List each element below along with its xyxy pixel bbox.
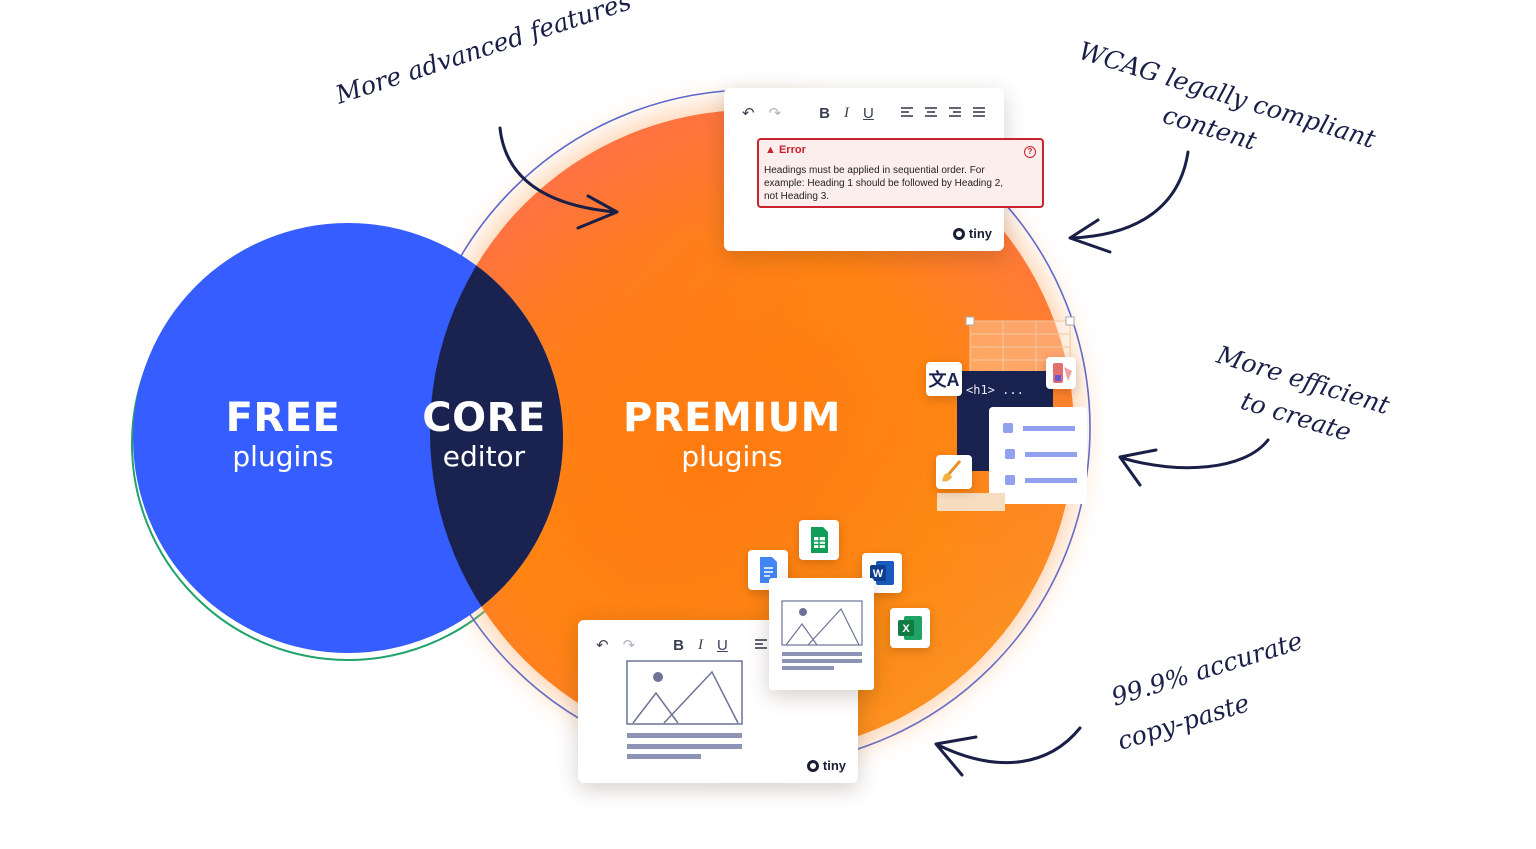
- code-snippet: <h1> ...: [966, 383, 1024, 397]
- arrow-advanced: [498, 126, 617, 214]
- google-sheets-icon[interactable]: [799, 520, 839, 560]
- core-title: CORE: [422, 395, 546, 441]
- arrow-wcag-head: [1068, 218, 1112, 254]
- accessibility-editor-card: ↶ ↷ B I U ▲ Error ? Headings must be app…: [724, 88, 1044, 251]
- word-icon[interactable]: W: [862, 553, 902, 593]
- google-docs-icon[interactable]: [748, 550, 788, 590]
- undo-button[interactable]: ↶: [742, 105, 755, 122]
- arrow-efficient-head: [1118, 448, 1158, 487]
- free-title: FREE: [225, 395, 341, 441]
- arrow-efficient: [1120, 438, 1270, 470]
- tiny-logo: tiny: [952, 226, 992, 241]
- free-label: FREE plugins: [198, 396, 368, 474]
- warning-icon: ▲: [765, 144, 779, 156]
- excel-icon[interactable]: X: [890, 608, 930, 648]
- premium-title: PREMIUM: [623, 395, 841, 441]
- arrow-advanced-head: [576, 194, 619, 230]
- checklist-items: [1003, 423, 1077, 485]
- efficiency-graphic: [937, 316, 1087, 511]
- error-message: Headings must be applied in sequential o…: [764, 165, 1004, 202]
- error-title: ▲ Error: [765, 144, 806, 156]
- table-handle: [1065, 316, 1075, 326]
- bold-button[interactable]: B: [673, 636, 684, 654]
- paint-bar: [937, 493, 1005, 511]
- image-placeholder-small: [781, 600, 863, 670]
- core-subtitle: editor: [442, 440, 526, 473]
- editor-toolbar: ↶ ↷ B I U: [742, 104, 874, 123]
- image-placeholder: [626, 660, 743, 759]
- table-handle: [965, 316, 975, 326]
- premium-circle-sheen: [430, 110, 1074, 754]
- redo-button[interactable]: ↷: [622, 637, 636, 654]
- premium-label: PREMIUM plugins: [620, 396, 844, 474]
- align-left-icon[interactable]: [754, 638, 768, 650]
- paint-brush-icon[interactable]: [936, 455, 972, 489]
- italic-button[interactable]: I: [698, 636, 703, 653]
- editor-toolbar: ↶ ↷ B I U: [596, 636, 728, 655]
- free-subtitle: plugins: [232, 440, 334, 473]
- undo-button[interactable]: ↶: [596, 637, 609, 654]
- arrow-copypaste-head: [934, 735, 978, 777]
- premium-subtitle: plugins: [681, 440, 783, 473]
- svg-text:W: W: [873, 568, 884, 580]
- bold-button[interactable]: B: [819, 104, 830, 122]
- underline-button[interactable]: U: [863, 104, 874, 122]
- alignment-icons[interactable]: [900, 106, 990, 118]
- underline-button[interactable]: U: [717, 636, 728, 654]
- italic-button[interactable]: I: [844, 104, 849, 121]
- tiny-logo-icon: [806, 759, 819, 772]
- redo-button[interactable]: ↷: [768, 105, 782, 122]
- core-label: CORE editor: [405, 396, 563, 474]
- help-icon[interactable]: ?: [1024, 146, 1036, 158]
- tiny-logo-icon: [952, 227, 965, 240]
- arrow-copypaste: [936, 726, 1082, 765]
- translate-icon[interactable]: 文A: [926, 362, 962, 396]
- svg-text:X: X: [902, 623, 910, 635]
- tiny-logo: tiny: [806, 758, 846, 773]
- color-swatch-icon[interactable]: [1046, 357, 1076, 389]
- error-message-box: ▲ Error ? Headings must be applied in se…: [757, 138, 1044, 208]
- pasted-image-card: [769, 578, 874, 690]
- arrow-wcag: [1070, 150, 1190, 240]
